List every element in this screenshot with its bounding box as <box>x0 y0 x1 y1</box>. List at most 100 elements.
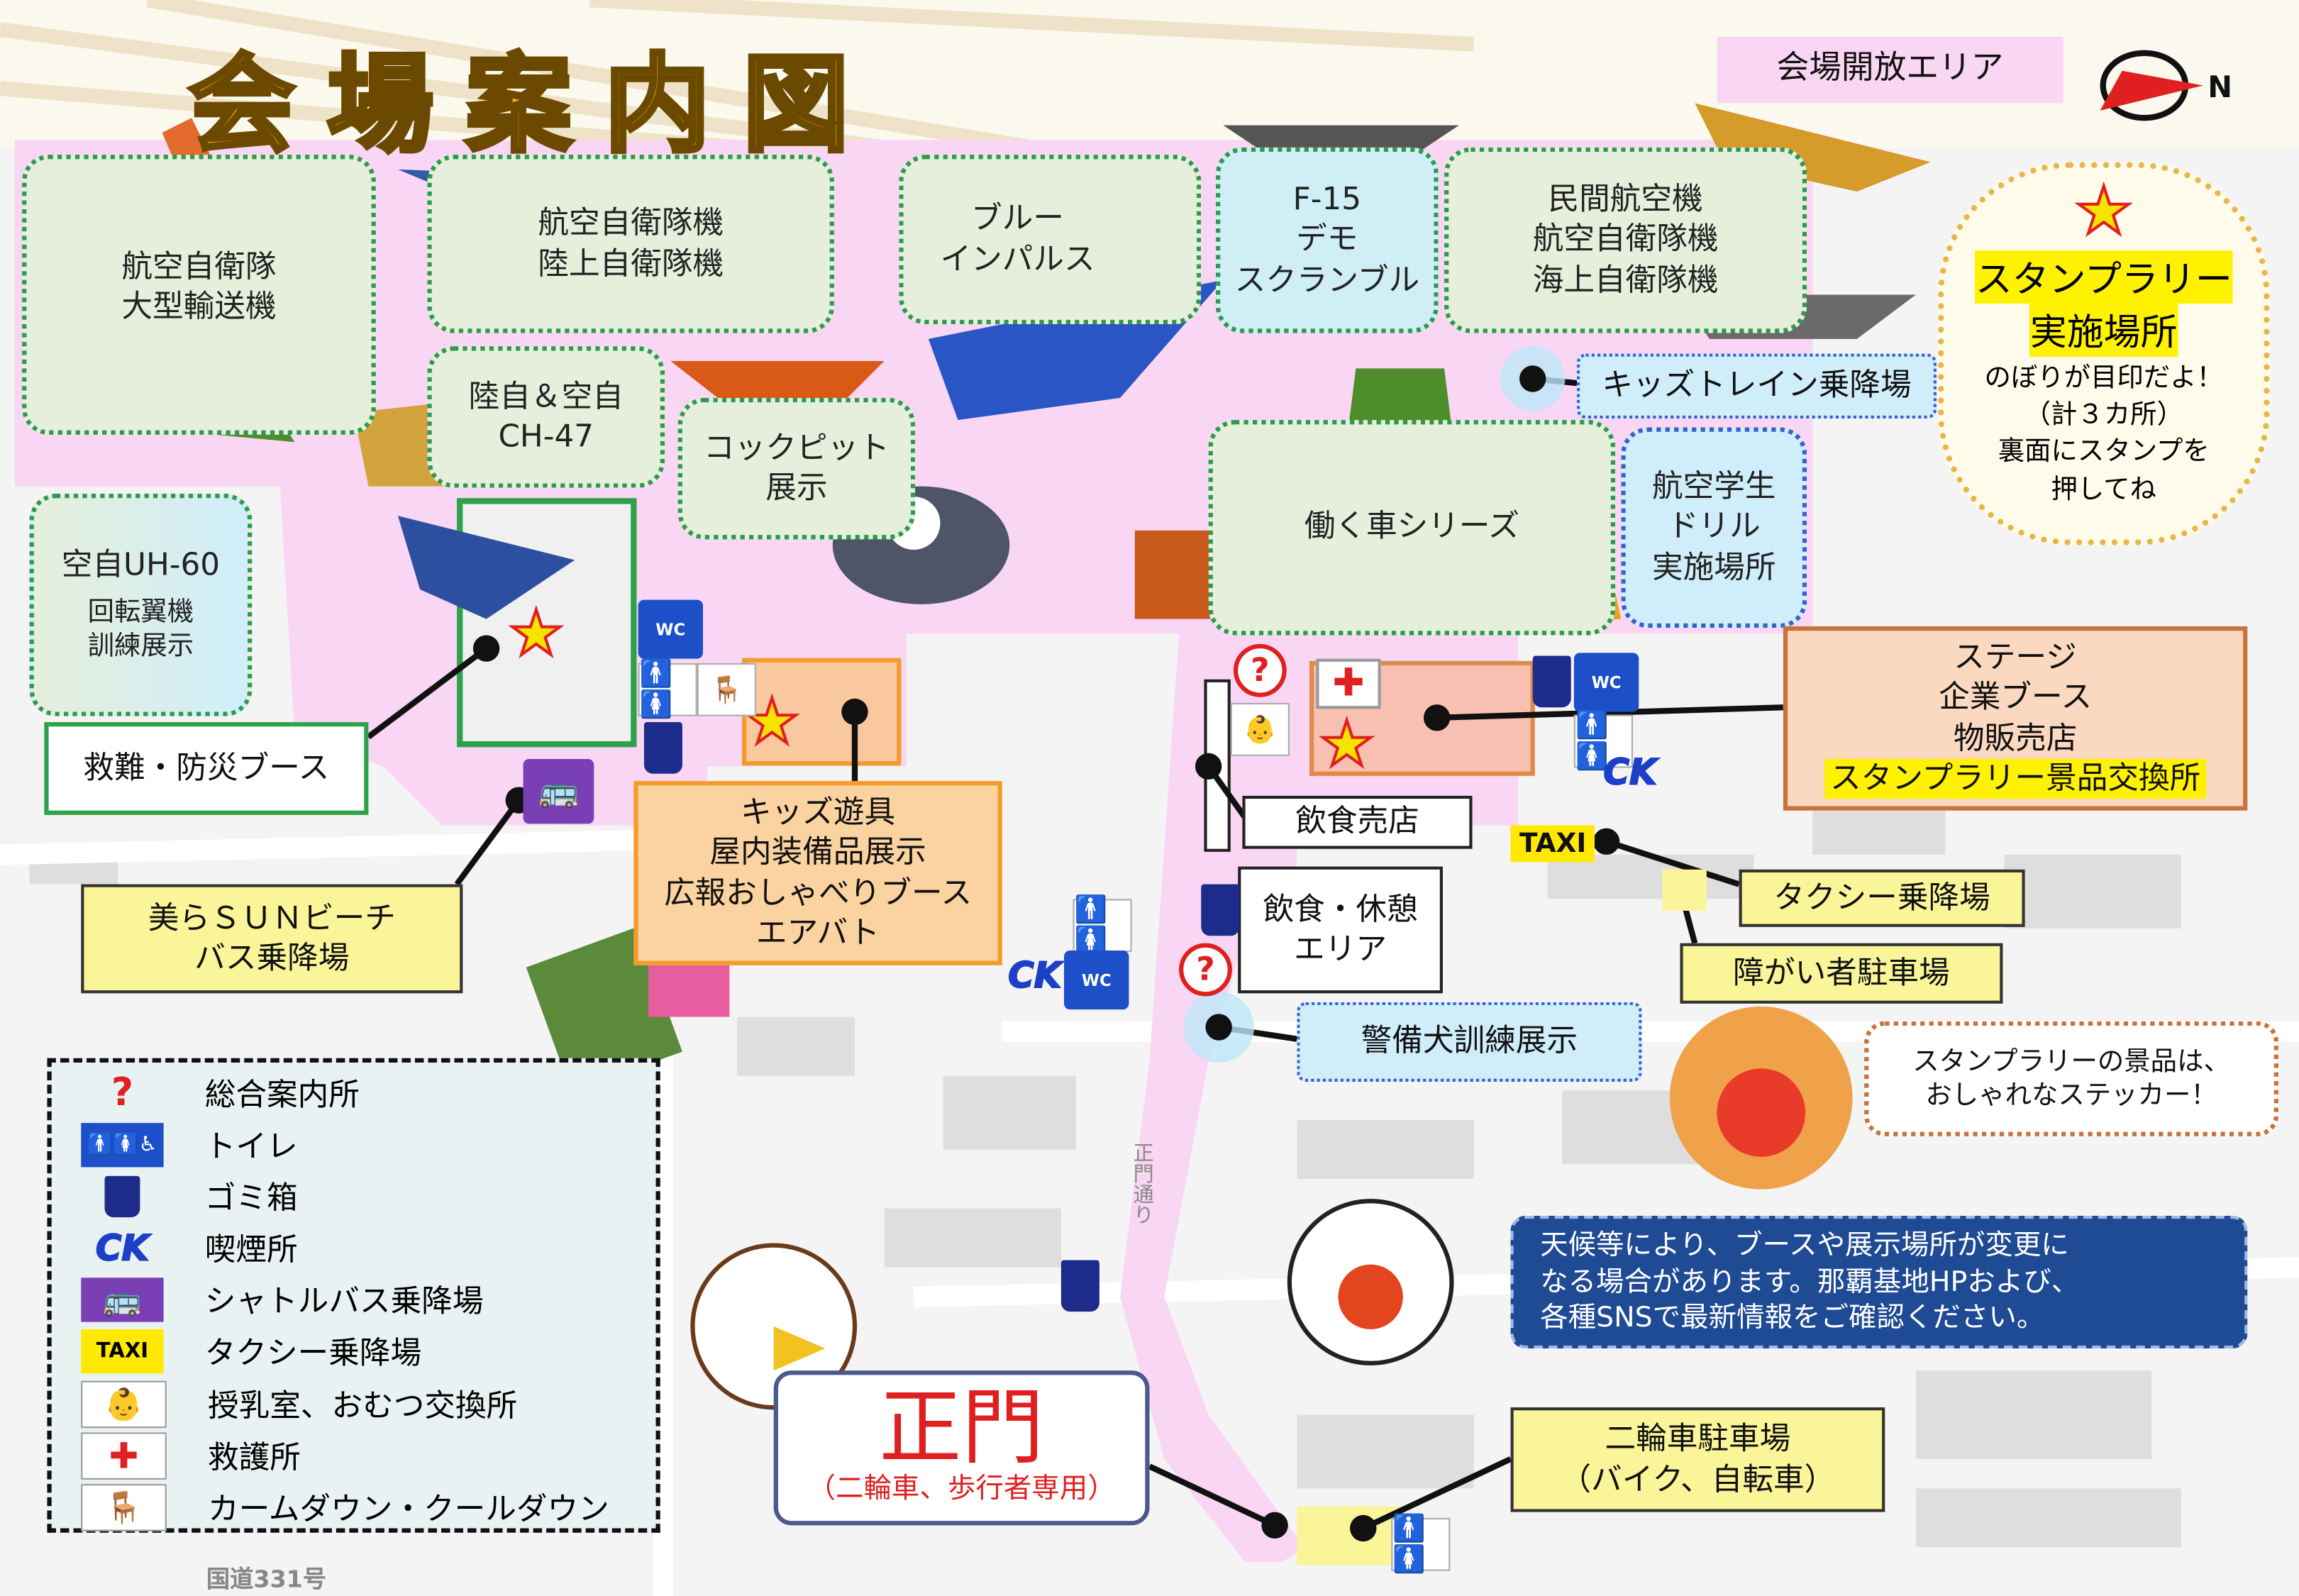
prize-note: スタンプラリーの景品は、 おしゃれなステッカー！ <box>1864 1021 2278 1136</box>
toilet-icon: 🚹🚺 <box>1573 710 1633 772</box>
disabled-parking-marker <box>1662 869 1707 911</box>
info-icon: ? <box>1179 943 1232 997</box>
zone-working-cars: 働く車シリーズ <box>1208 420 1616 636</box>
prize-exchange-label: スタンプラリー景品交換所 <box>1824 758 2207 799</box>
trash-icon <box>1201 884 1240 936</box>
zone-blue-impulse: ブルー インパルス <box>899 155 1202 325</box>
location-dot <box>1261 1512 1288 1539</box>
accessible-toilet-icon: WC <box>1573 653 1639 712</box>
zone-uh60: 空自UH-60 回転翼機 訓練展示 <box>29 493 253 716</box>
main-gate-sub: （二輪車、歩行者専用） <box>807 1472 1116 1505</box>
accessible-toilet-icon: WC <box>1064 951 1129 1010</box>
taxi-icon: TAXI <box>81 1329 164 1374</box>
nursing-icon: 👶 <box>1230 703 1290 756</box>
toilet-icon: 🚹🚺 <box>1073 894 1132 956</box>
legend-item-trash: ゴミ箱 <box>81 1175 298 1219</box>
nursing-icon: 👶 <box>81 1380 167 1429</box>
page-title: 会場案内図 <box>187 40 882 169</box>
info-icon: ? <box>1233 643 1287 697</box>
zone-civil: 民間航空機 航空自衛隊機 海上自衛隊機 <box>1444 147 1807 333</box>
stamp-star-icon: ★ <box>507 595 565 670</box>
accessible-toilet-icon: WC <box>638 599 704 659</box>
toilet-icon: 🚹🚺 <box>1391 1514 1451 1575</box>
location-dot <box>841 698 868 726</box>
location-dot <box>1205 1014 1232 1041</box>
uh60-illustration <box>397 516 575 619</box>
legend-item-toilet: 🚹🚺♿ トイレ <box>81 1123 298 1168</box>
kids-area-label: キッズ遊具 屋内装備品展示 広報おしゃべりブース エアバト <box>633 781 1002 965</box>
rescue-booth-label: 救難・防災ブース <box>44 722 369 815</box>
legend-label: ゴミ箱 <box>204 1180 298 1217</box>
legend-label: シャトルバス乗降場 <box>204 1283 484 1319</box>
open-area-legend: 会場開放エリア <box>1717 36 2063 104</box>
stamp-rally-subtitle: 実施場所 <box>2029 303 2178 357</box>
legend-label: 授乳室、おむつ交換所 <box>207 1388 518 1424</box>
legend-label: カームダウン・クールダウン <box>207 1491 609 1527</box>
stage-label-text: ステージ 企業ブース 物販売店 <box>1939 639 2093 755</box>
stage-label: ステージ 企業ブース 物販売店 スタンプラリー景品交換所 <box>1783 626 2248 811</box>
legend-label: トイレ <box>204 1129 298 1165</box>
legend-label: 喫煙所 <box>204 1231 298 1268</box>
trash-icon <box>643 722 682 774</box>
stamp-rally-callout: ★ スタンプラリー 実施場所 のぼりが目印だよ！ （計３カ所） 裏面にスタンプを… <box>1938 162 2270 545</box>
legend-item-calm-down: 🪑 カームダウン・クールダウン <box>81 1484 609 1531</box>
legend-item-info: ?総合案内所 <box>81 1071 360 1115</box>
trash-icon <box>1060 1260 1099 1312</box>
legend-item-first-aid: ✚ 救護所 <box>81 1432 301 1480</box>
toilet-icon: 🚹🚺 <box>638 659 697 721</box>
bus-icon: 🚌 <box>81 1278 164 1322</box>
stamp-rally-body: のぼりが目印だよ！ （計３カ所） 裏面にスタンプを 押してね <box>1984 362 2224 505</box>
road-label-331: 国道331号 <box>206 1565 326 1593</box>
disabled-parking-label: 障がい者駐車場 <box>1680 943 2003 1004</box>
location-dot <box>1350 1514 1377 1542</box>
bike-parking-label: 二輪車駐車場 （バイク、自転車） <box>1510 1407 1885 1512</box>
smoking-icon: CK <box>1007 954 1062 997</box>
kids-train-label: キッズトレイン乗降場 <box>1577 353 1937 419</box>
calm-down-icon: 🪑 <box>697 663 756 716</box>
toilet-icon: 🚹🚺♿ <box>81 1123 164 1168</box>
smoking-icon: CK <box>95 1227 150 1270</box>
food-stand-label: 飲食売店 <box>1242 795 1473 849</box>
bus-stop-label: 美らＳＵＮビーチ バス乗降場 <box>81 884 463 994</box>
legend-label: 救護所 <box>207 1439 301 1475</box>
location-dot <box>1195 753 1222 780</box>
location-dot <box>472 635 500 662</box>
zone-uh60-sub: 回転翼機 訓練展示 <box>87 596 194 663</box>
zone-transport: 航空自衛隊 大型輸送機 <box>22 155 376 435</box>
svg-text:N: N <box>2207 70 2232 104</box>
zone-ch47: 陸自＆空自 CH-47 <box>427 346 665 488</box>
calm-down-icon: 🪑 <box>81 1484 167 1531</box>
guard-dog-label: 警備犬訓練展示 <box>1297 1002 1642 1082</box>
legend-item-bus: 🚌 シャトルバス乗降場 <box>81 1278 484 1322</box>
main-gate-label: 正門 （二輪車、歩行者専用） <box>773 1370 1150 1526</box>
location-dot <box>1423 704 1451 731</box>
compass-icon: N <box>2100 50 2232 121</box>
zone-uh60-title: 空自UH-60 <box>61 547 221 583</box>
shuttle-bus-icon: 🚌 <box>523 758 594 824</box>
taxi-stop-label: タクシー乗降場 <box>1739 869 2025 927</box>
zone-cockpit: コックピット 展示 <box>677 397 916 540</box>
stamp-star-icon: ★ <box>1317 706 1375 781</box>
e2c-illustration <box>1695 103 1931 192</box>
notice-box: 天候等により、ブースや展示場所が変更に なる場合があります。那覇基地HPおよび、… <box>1510 1216 2248 1349</box>
legend-item-nursing: 👶 授乳室、おむつ交換所 <box>81 1380 518 1429</box>
taxi-icon: TAXI <box>1510 825 1595 863</box>
trash-icon <box>1532 655 1571 708</box>
legend-item-smoking: CK 喫煙所 <box>81 1226 298 1270</box>
location-dot <box>1519 365 1546 392</box>
zone-cadet-drill: 航空学生 ドリル 実施場所 <box>1621 427 1807 628</box>
info-icon: ? <box>111 1071 134 1116</box>
zone-jasdf-gsdf: 航空自衛隊機 陸上自衛隊機 <box>427 155 834 333</box>
food-rest-label: 飲食・休憩 エリア <box>1238 866 1443 994</box>
stamp-rally-title: スタンプラリー <box>1975 250 2232 304</box>
location-dot <box>1592 828 1620 855</box>
smoking-icon: CK <box>1602 751 1657 794</box>
zone-f15: F-15 デモ スクランブル <box>1216 147 1439 333</box>
first-aid-icon: ✚ <box>1316 658 1381 709</box>
main-gate-title: 正門 <box>879 1381 1044 1478</box>
first-aid-icon: ✚ <box>81 1432 167 1480</box>
stamp-star-icon: ★ <box>2073 174 2134 250</box>
